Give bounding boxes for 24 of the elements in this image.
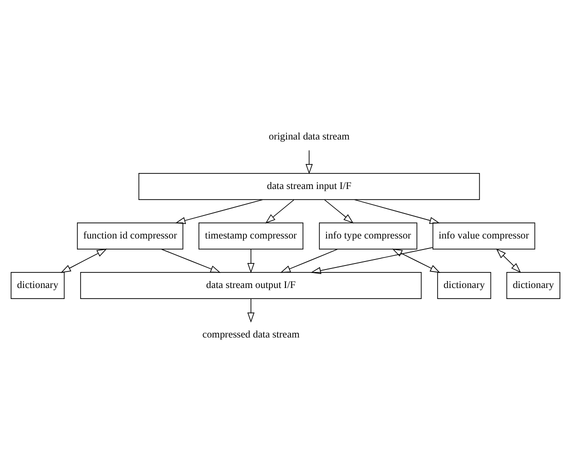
arrow	[247, 298, 254, 322]
node-box: info type compressor	[318, 222, 418, 249]
node-box: timestamp compressor	[198, 222, 304, 249]
node-box: dictionary	[437, 272, 492, 298]
arrow	[496, 248, 522, 272]
node-text: original data stream	[268, 131, 350, 142]
node-text: compressed data stream	[202, 329, 300, 340]
arrow	[60, 248, 108, 272]
arrow	[354, 198, 440, 224]
arrow	[280, 248, 338, 272]
arrow	[161, 248, 221, 272]
node-box: data stream output I/F	[80, 272, 422, 298]
arrow	[247, 248, 254, 273]
arrow	[306, 150, 313, 174]
arrow	[324, 198, 354, 223]
arrow	[175, 198, 264, 224]
node-box: data stream input I/F	[138, 172, 480, 200]
node-box: function id compressor	[76, 222, 184, 249]
node-box: dictionary	[10, 272, 65, 298]
arrow	[265, 198, 294, 223]
node-box: info value compressor	[432, 222, 536, 249]
node-box: dictionary	[506, 272, 560, 298]
arrow	[310, 246, 434, 274]
arrow	[392, 248, 440, 272]
